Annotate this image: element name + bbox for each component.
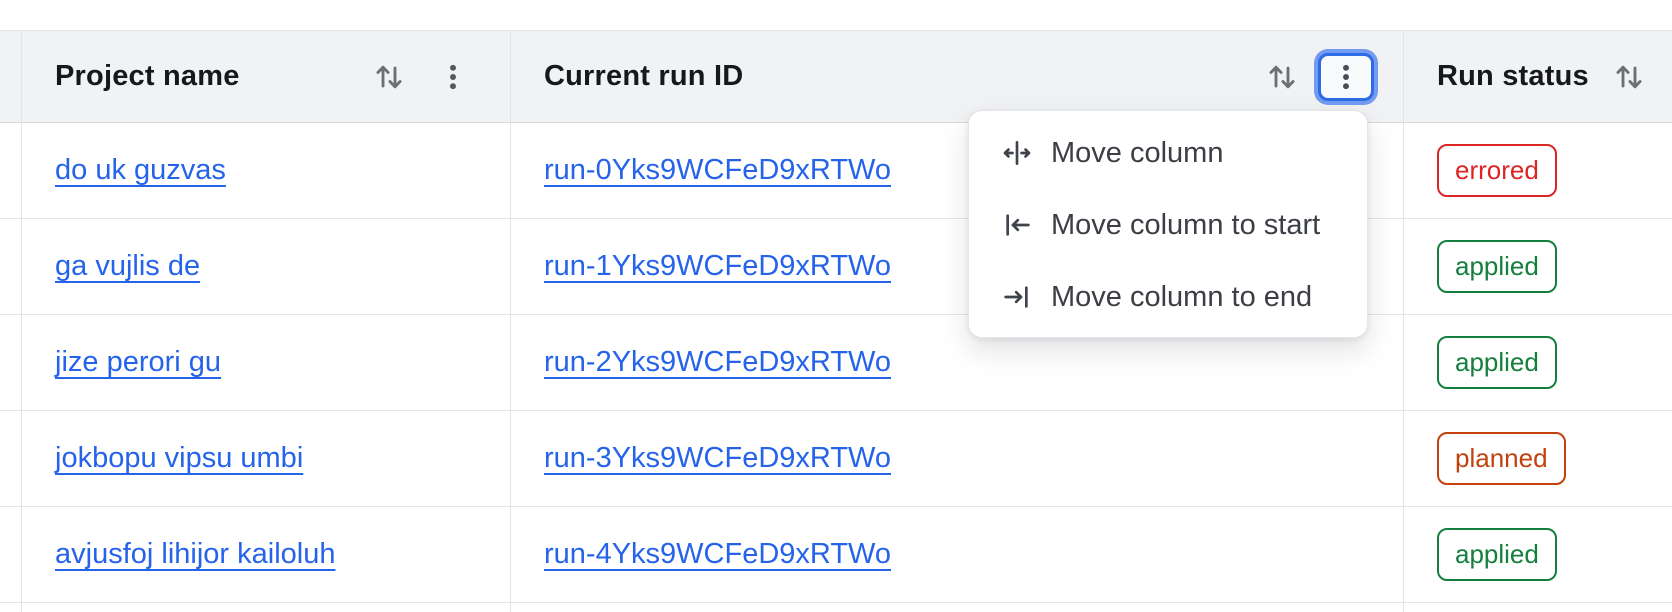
column-menu-button-open[interactable]: [1318, 52, 1374, 101]
kebab-icon: [1329, 60, 1363, 94]
run-status-cell: planned: [1404, 411, 1672, 506]
column-menu-button[interactable]: [425, 53, 481, 101]
run-status-cell: applied: [1404, 315, 1672, 410]
column-label: Project name: [55, 60, 240, 92]
table-row: jize perori gu run-2Yks9WCFeD9xRTWo appl…: [0, 315, 1672, 411]
run-id-cell: run-4Yks9WCFeD9xRTWo: [511, 507, 1404, 602]
table-row: jokbopu vipsu umbi run-3Yks9WCFeD9xRTWo …: [0, 411, 1672, 507]
row-gutter: [0, 315, 22, 410]
menu-item-label: Move column to start: [1051, 208, 1321, 241]
table-row: avjusfoj lihijor kailoluh run-4Yks9WCFeD…: [0, 507, 1672, 603]
run-id-link[interactable]: run-0Yks9WCFeD9xRTWo: [544, 154, 892, 186]
table-header-row: Project name: [0, 30, 1672, 123]
table-row: ga vujlis de run-1Yks9WCFeD9xRTWo applie…: [0, 219, 1672, 315]
column-menu-button[interactable]: [1665, 53, 1672, 101]
project-name-link[interactable]: avjusfoj lihijor kailoluh: [55, 538, 336, 570]
run-id-link[interactable]: run-1Yks9WCFeD9xRTWo: [544, 250, 892, 282]
sort-icon: [371, 59, 407, 95]
sort-icon: [1264, 59, 1300, 95]
column-header-project-name: Project name: [22, 31, 511, 122]
run-status-cell: applied: [1404, 507, 1672, 602]
menu-item-move-column[interactable]: Move column: [969, 117, 1367, 189]
sort-icon: [1611, 59, 1647, 95]
column-label: Run status: [1437, 60, 1589, 92]
project-name-cell: do uk guzvas: [22, 123, 511, 218]
status-badge: applied: [1437, 528, 1557, 581]
partial-next-row: [0, 603, 1672, 612]
row-gutter: [0, 219, 22, 314]
run-id-link[interactable]: run-2Yks9WCFeD9xRTWo: [544, 346, 892, 378]
table-body: do uk guzvas run-0Yks9WCFeD9xRTWo errore…: [0, 123, 1672, 603]
project-name-link[interactable]: jize perori gu: [55, 346, 222, 378]
row-gutter: [0, 123, 22, 218]
project-name-cell: avjusfoj lihijor kailoluh: [22, 507, 511, 602]
project-name-link[interactable]: jokbopu vipsu umbi: [55, 442, 304, 474]
menu-item-move-column-to-start[interactable]: Move column to start: [969, 189, 1367, 261]
sort-button[interactable]: [1262, 53, 1302, 101]
project-name-link[interactable]: ga vujlis de: [55, 250, 201, 282]
column-options-menu: Move column Move column to start Move co…: [968, 110, 1368, 338]
status-badge: planned: [1437, 432, 1566, 485]
run-id-cell: run-1Yks9WCFeD9xRTWo: [511, 219, 1404, 314]
run-status-cell: applied: [1404, 219, 1672, 314]
move-column-to-start-icon: [1001, 209, 1033, 241]
run-id-link[interactable]: run-3Yks9WCFeD9xRTWo: [544, 442, 892, 474]
header-gutter: [0, 31, 22, 122]
project-name-cell: ga vujlis de: [22, 219, 511, 314]
row-gutter: [0, 411, 22, 506]
table-row: do uk guzvas run-0Yks9WCFeD9xRTWo errore…: [0, 123, 1672, 219]
status-badge: applied: [1437, 336, 1557, 389]
menu-item-label: Move column: [1051, 136, 1224, 169]
projects-table: Project name: [0, 30, 1672, 612]
project-name-cell: jokbopu vipsu umbi: [22, 411, 511, 506]
column-label: Current run ID: [544, 60, 744, 92]
project-name-cell: jize perori gu: [22, 315, 511, 410]
move-column-to-end-icon: [1001, 281, 1033, 313]
project-name-link[interactable]: do uk guzvas: [55, 154, 226, 186]
sort-button[interactable]: [1609, 53, 1649, 101]
column-header-run-status: Run status: [1404, 31, 1672, 122]
run-id-cell: run-0Yks9WCFeD9xRTWo: [511, 123, 1404, 218]
status-badge: errored: [1437, 144, 1557, 197]
run-id-cell: run-3Yks9WCFeD9xRTWo: [511, 411, 1404, 506]
row-gutter: [0, 507, 22, 602]
run-status-cell: errored: [1404, 123, 1672, 218]
kebab-icon: [436, 60, 470, 94]
menu-item-label: Move column to end: [1051, 280, 1313, 313]
status-badge: applied: [1437, 240, 1557, 293]
run-id-cell: run-2Yks9WCFeD9xRTWo: [511, 315, 1404, 410]
run-id-link[interactable]: run-4Yks9WCFeD9xRTWo: [544, 538, 892, 570]
sort-button[interactable]: [369, 53, 409, 101]
move-column-icon: [1001, 137, 1033, 169]
column-header-current-run-id: Current run ID: [511, 31, 1404, 122]
menu-item-move-column-to-end[interactable]: Move column to end: [969, 261, 1367, 333]
